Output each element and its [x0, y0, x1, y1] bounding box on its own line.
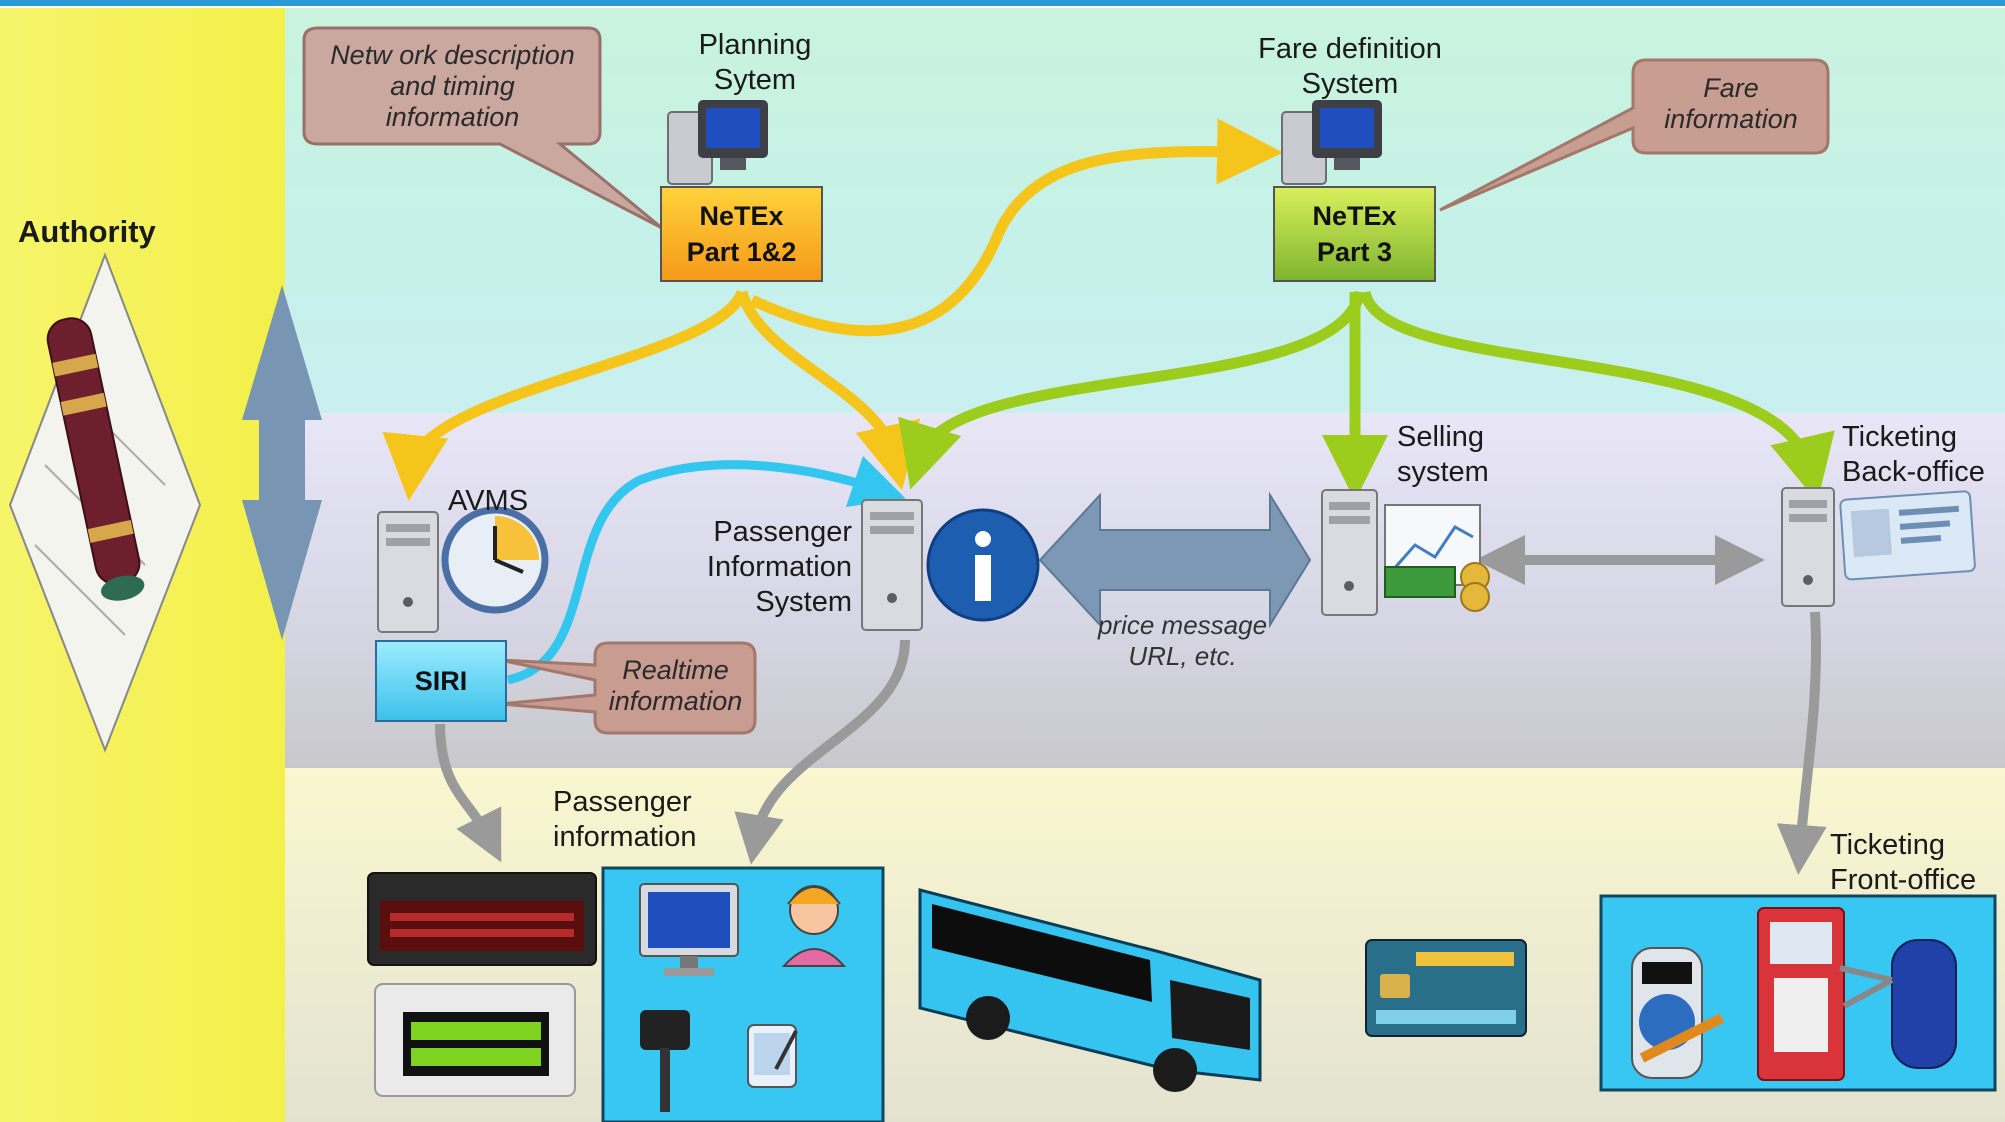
callout-network-text: Netw ork description and timing informat… — [330, 40, 575, 132]
clock-icon — [441, 506, 549, 614]
scroll-map-icon — [8, 252, 202, 753]
siri-label: SIRI — [414, 665, 468, 696]
ticket-machine-icon — [1757, 907, 1845, 1081]
exchange-arrow-pis-selling — [1038, 491, 1312, 629]
info-icon — [926, 508, 1040, 622]
callout-realtime-shape — [499, 641, 757, 735]
fare-definition-system-label: Fare definition System — [1258, 33, 1442, 100]
mobile-phone-icon — [640, 1010, 690, 1112]
server-icon — [1321, 489, 1378, 616]
ticket-validator-icon — [1631, 947, 1725, 1079]
callout-fare-text: Fare information — [1664, 73, 1798, 134]
netex-part-1-2-box: NeTEx Part 1&2 — [660, 186, 823, 282]
pis-label: Passenger Information System — [706, 516, 852, 618]
passenger-information-label: Passenger information — [553, 786, 697, 853]
id-card-icon — [1839, 490, 1976, 581]
arrow-backoffice-to-frontoffice — [1776, 611, 1827, 875]
arrow-netex3-to-pis — [898, 290, 1366, 490]
smart-card-icon — [1365, 939, 1527, 1037]
arrow-netex3-to-backoffice — [1359, 290, 1835, 503]
siri-box: SIRI — [375, 640, 507, 722]
ticketing-front-office-label: Ticketing Front-office — [1830, 829, 1977, 896]
authority-exchange-arrow — [242, 285, 322, 640]
callout-fare-shape — [1439, 58, 1830, 212]
exchange-note: price message URL, etc. — [1097, 610, 1268, 671]
top-border — [0, 0, 2005, 6]
authority-label: Authority — [18, 214, 156, 249]
computer-icon — [1281, 100, 1382, 185]
arrow-netex12-to-fare — [749, 118, 1283, 337]
computer-icon — [667, 100, 768, 185]
turnstile-icon — [1839, 939, 1957, 1069]
netex-part-3-box: NeTEx Part 3 — [1273, 186, 1436, 282]
server-icon — [377, 511, 439, 633]
bus-icon — [918, 888, 1262, 1092]
call-center-icon — [781, 885, 847, 967]
arrow-siri-to-displays — [435, 723, 502, 863]
led-display-icon — [367, 872, 597, 966]
callout-realtime-text: Realtime information — [608, 655, 743, 716]
arrow-pis-to-passenger-info — [734, 639, 910, 865]
chart-money-icon — [1384, 504, 1490, 612]
server-icon — [861, 499, 923, 631]
netex3-line1: NeTEx — [1312, 201, 1397, 231]
selling-system-label: Selling system — [1397, 421, 1489, 488]
ticketing-back-office-label: Ticketing Back-office — [1842, 421, 1985, 488]
server-icon — [1781, 487, 1835, 607]
planning-system-label: Planning Sytem — [698, 29, 812, 96]
monitor-icon — [639, 883, 739, 976]
arrow-netex12-to-avms — [382, 289, 748, 501]
arrow-netex12-to-pis — [736, 290, 921, 491]
arrow-siri-to-pis — [506, 455, 906, 685]
netex12-line1: NeTEx — [699, 201, 784, 231]
netex12-line2: Part 1&2 — [686, 237, 797, 267]
callout-network-shape — [302, 26, 663, 230]
netex3-line2: Part 3 — [1316, 237, 1393, 267]
ticket-validator-icon — [374, 983, 576, 1097]
avms-label: AVMS — [448, 485, 529, 517]
tablet-icon — [747, 1024, 798, 1088]
